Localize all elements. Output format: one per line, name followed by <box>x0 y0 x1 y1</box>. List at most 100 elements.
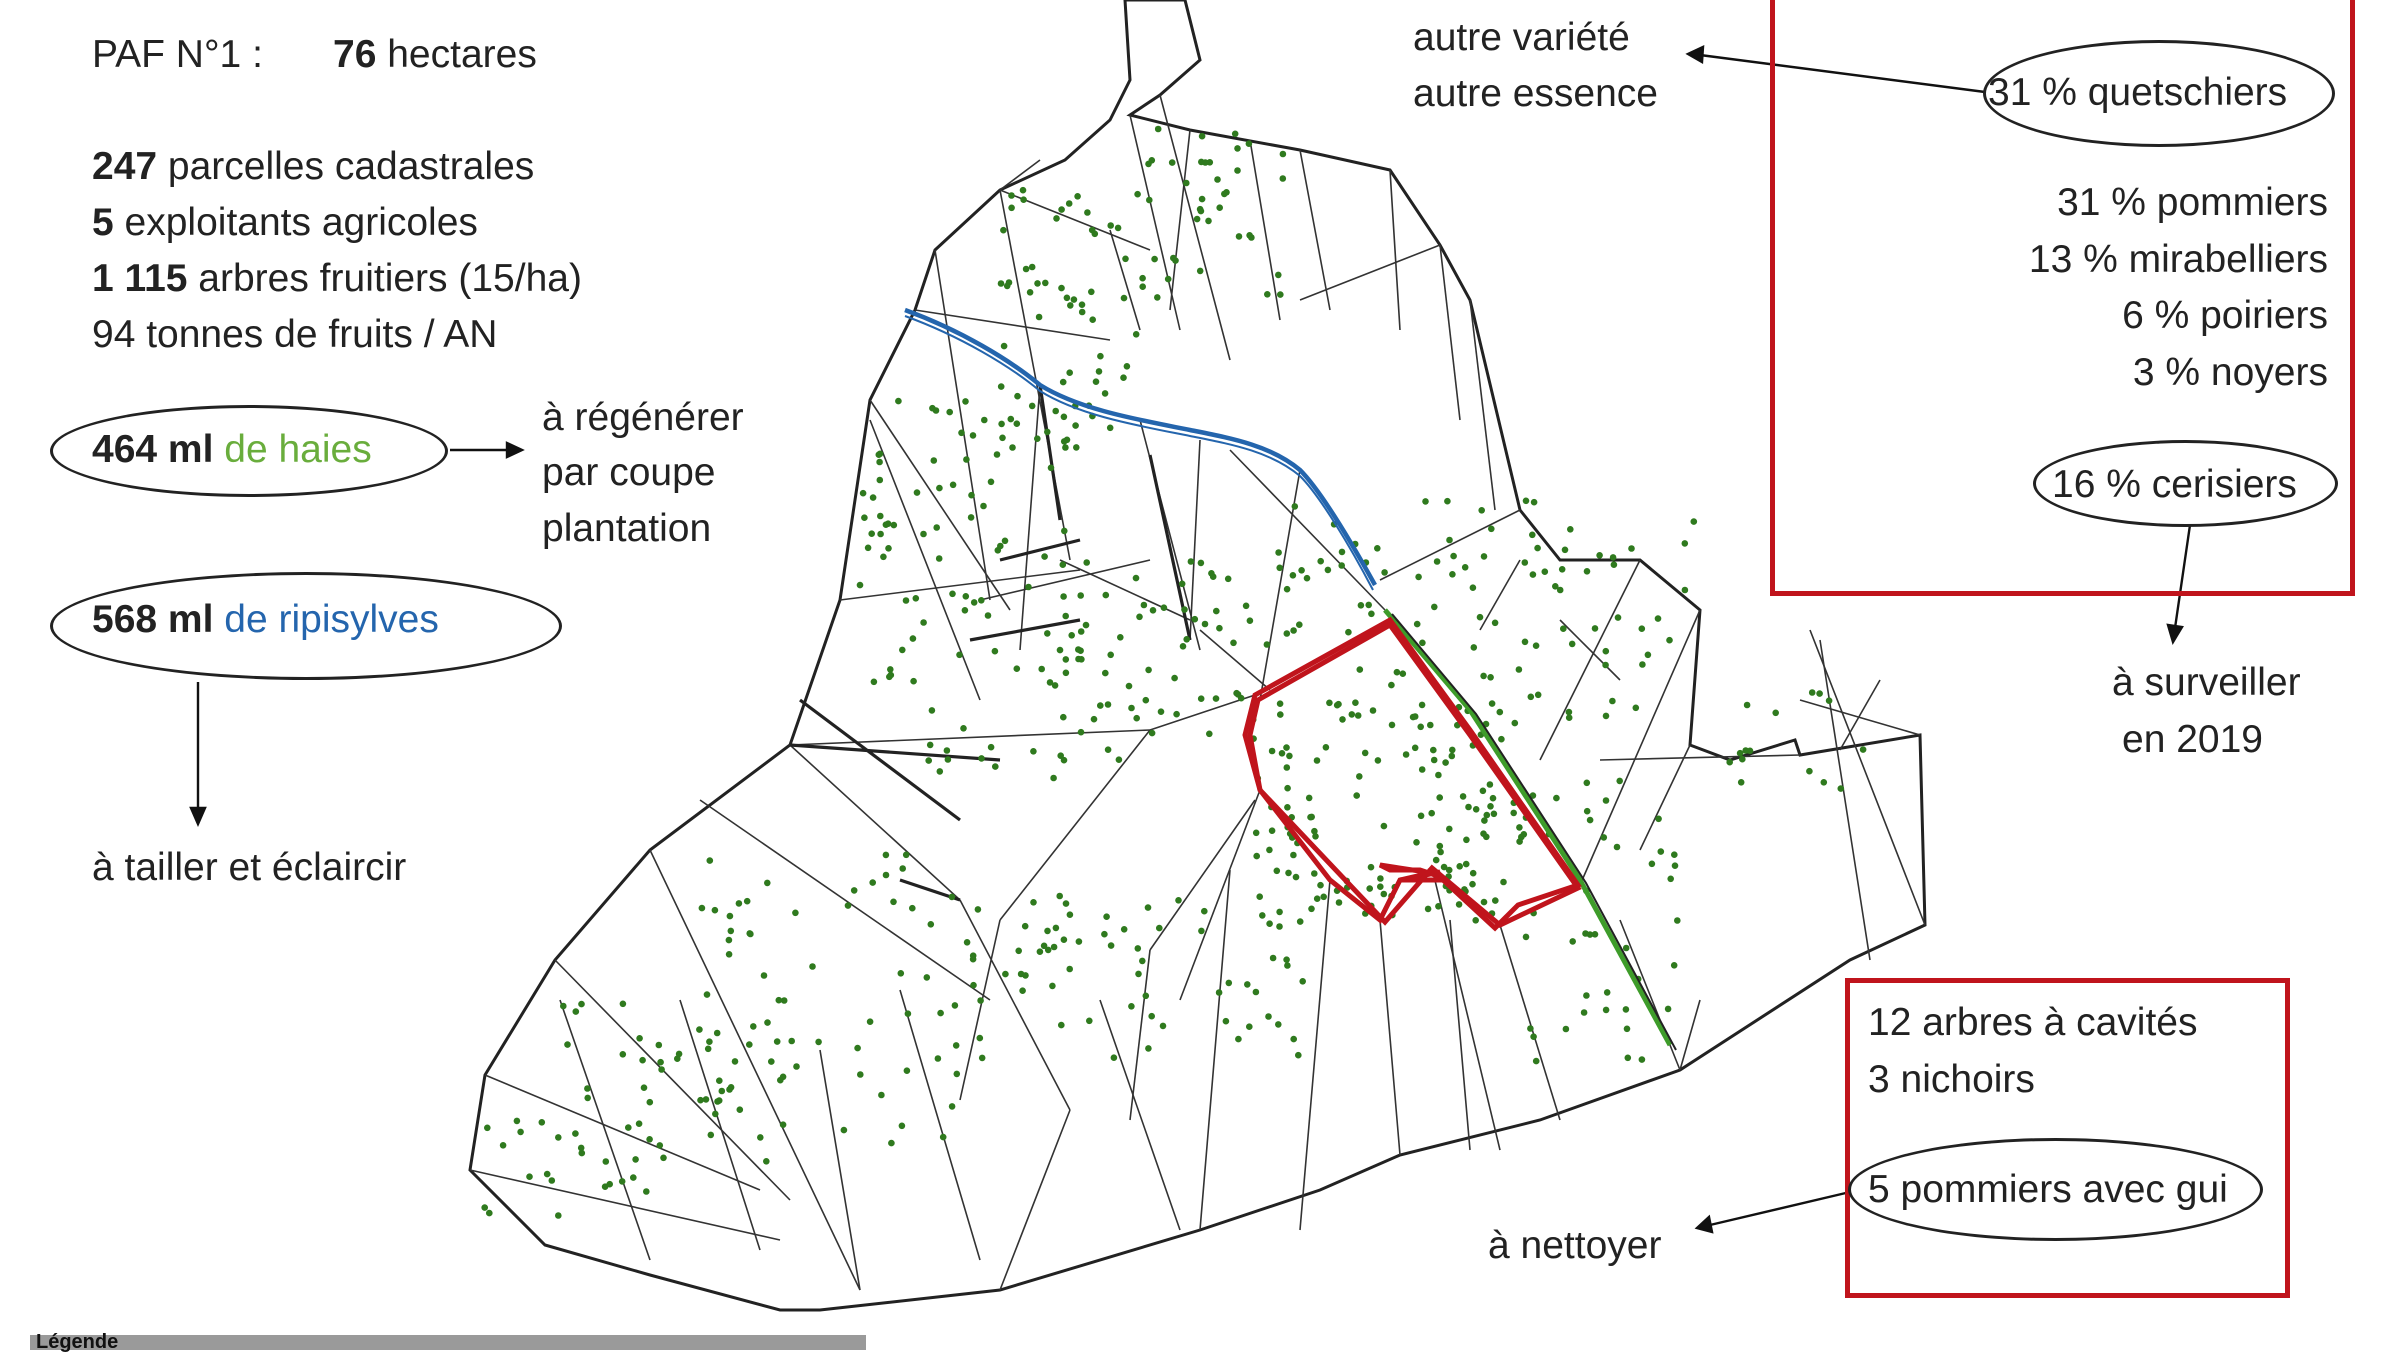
tree-dot <box>716 1077 723 1084</box>
tree-dot <box>902 851 910 859</box>
tree-dot <box>713 1029 721 1037</box>
hedges-oval <box>50 405 448 497</box>
tree-dot <box>697 1096 704 1104</box>
tree-dot <box>1063 294 1071 302</box>
tree-dot <box>1021 922 1029 930</box>
tree-dot <box>1072 422 1079 429</box>
tree-dot <box>1078 308 1086 316</box>
tree-dot <box>1059 561 1067 568</box>
tree-dot <box>1252 829 1260 837</box>
tree-dot <box>1837 785 1845 792</box>
tree-dot <box>1486 781 1494 788</box>
tree-dot <box>560 1002 567 1010</box>
tree-dot <box>1487 803 1494 810</box>
tree-dot <box>1522 933 1530 941</box>
variety-note-2: autre essence <box>1413 72 1658 115</box>
tree-dot <box>1279 175 1287 182</box>
parcel-line <box>1159 94 1231 361</box>
farmers-value: 5 <box>92 201 114 244</box>
tree-dot <box>1560 625 1567 632</box>
tree-dot <box>1377 883 1384 890</box>
tree-dot <box>1290 1035 1297 1043</box>
tree-dot <box>779 1121 787 1128</box>
tree-dot <box>1311 827 1318 835</box>
species-cerisiers: 16 % cerisiers <box>2052 463 2297 506</box>
fruit-tree-dots <box>481 125 1867 1219</box>
tree-dot <box>718 1087 726 1095</box>
legend-title: Légende <box>36 1331 119 1353</box>
tree-dot <box>486 1209 493 1217</box>
parcel-heavy-line <box>1038 384 1062 521</box>
tree-dot <box>880 553 887 561</box>
tree-dot <box>1062 444 1069 451</box>
tree-dot <box>1339 716 1346 723</box>
tree-dot <box>1295 1051 1302 1059</box>
parcel-line <box>1809 629 1926 926</box>
tree-dot <box>1078 301 1086 309</box>
trees-line: 1 115 arbres fruitiers (15/ha) <box>92 259 582 298</box>
tree-dot <box>1097 702 1104 709</box>
tree-dot <box>910 677 917 685</box>
tree-dot <box>1125 682 1133 690</box>
tree-dot <box>658 1066 665 1073</box>
trees-text: arbres fruitiers (15/ha) <box>198 257 582 300</box>
tree-dot <box>760 972 768 979</box>
tree-dot <box>1025 583 1032 591</box>
parcel-line <box>1579 609 1701 886</box>
tree-dot <box>962 398 969 405</box>
tree-dot <box>969 955 977 963</box>
tree-dot <box>1090 715 1098 723</box>
tree-dot <box>1326 699 1333 707</box>
ripisylves-value: 568 ml <box>92 598 214 641</box>
tree-dot <box>944 756 952 763</box>
hedge-line-inner <box>1391 613 1677 1051</box>
tree-dot <box>1082 621 1090 629</box>
tree-dot <box>606 1180 613 1188</box>
tree-dot <box>1159 1022 1167 1030</box>
tree-dot <box>1122 255 1129 263</box>
tree-dot <box>1283 764 1291 771</box>
tree-dot <box>925 757 932 764</box>
tree-dot <box>1134 945 1142 952</box>
tree-dot <box>888 1139 895 1147</box>
tree-dot <box>1139 274 1146 282</box>
tree-dot <box>1013 665 1021 672</box>
tree-dot <box>1639 661 1646 668</box>
species-noyers: 3 % noyers <box>2132 351 2328 394</box>
tree-dot <box>898 1122 906 1130</box>
tree-dot <box>1324 566 1332 574</box>
tree-dot <box>577 1144 585 1152</box>
tree-dot <box>1171 674 1178 682</box>
tree-dot <box>1671 851 1678 858</box>
tree-dot <box>1132 331 1140 338</box>
tree-dot <box>1046 679 1054 686</box>
tree-dot <box>1022 265 1030 273</box>
tree-dot <box>1602 797 1610 804</box>
tree-dot <box>1216 624 1223 632</box>
parcel-line <box>979 559 1151 601</box>
tree-dot <box>1110 1054 1118 1061</box>
tree-dot <box>1252 988 1260 996</box>
tree-dot <box>1092 378 1100 386</box>
parcel-line <box>869 419 981 701</box>
tree-dot <box>1245 140 1253 147</box>
tree-dot <box>1191 615 1199 623</box>
tree-dot <box>1361 749 1369 757</box>
tree-dot <box>1088 288 1095 296</box>
tree-dot <box>1586 931 1594 938</box>
tree-dot <box>1193 215 1201 223</box>
parcel-line <box>1449 919 1471 1151</box>
tree-dot <box>1077 592 1084 599</box>
tree-dot <box>1616 777 1623 785</box>
tree-dot <box>1038 665 1045 673</box>
tree-dot <box>1107 942 1115 949</box>
tree-dot <box>1001 537 1009 545</box>
tree-dot <box>1440 863 1448 871</box>
tree-dot <box>1077 628 1085 635</box>
tree-dot <box>1002 970 1009 978</box>
parcel-line <box>934 249 991 601</box>
tree-dot <box>1259 912 1266 919</box>
tree-dot <box>1522 497 1530 505</box>
tree-dot <box>1648 860 1656 868</box>
tree-dot <box>1223 189 1230 196</box>
